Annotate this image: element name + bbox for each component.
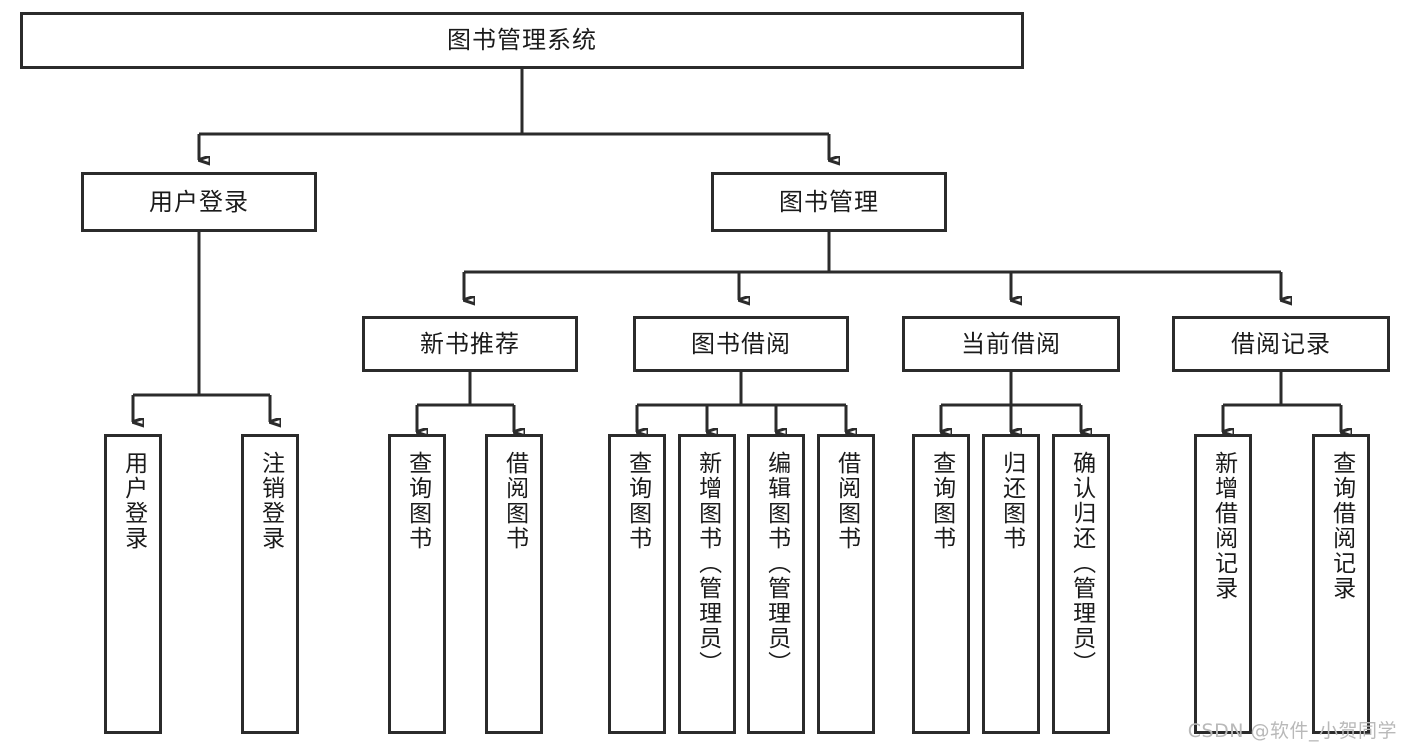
- leaf-edit-book-admin[interactable]: 编辑图书（管理员）: [747, 434, 805, 734]
- node-label: 图书管理: [779, 187, 879, 216]
- node-label: 用户登录: [120, 451, 147, 551]
- node-label: 当前借阅: [961, 329, 1061, 358]
- node-user-login[interactable]: 用户登录: [81, 172, 317, 232]
- leaf-query-book-borrow[interactable]: 查询图书: [608, 434, 666, 734]
- node-label: 查询借阅记录: [1328, 451, 1355, 601]
- node-label: 编辑图书（管理员）: [763, 451, 790, 676]
- node-label: 用户登录: [149, 187, 249, 216]
- leaf-query-book-current[interactable]: 查询图书: [912, 434, 970, 734]
- node-label: 查询图书: [404, 451, 431, 551]
- node-label: 借阅图书: [833, 451, 860, 551]
- node-label: 新增借阅记录: [1210, 451, 1237, 601]
- leaf-borrow-book[interactable]: 借阅图书: [817, 434, 875, 734]
- node-label: 查询图书: [624, 451, 651, 551]
- node-label: 借阅图书: [501, 451, 528, 551]
- leaf-user-login[interactable]: 用户登录: [104, 434, 162, 734]
- node-label: 归还图书: [998, 451, 1025, 551]
- node-label: 借阅记录: [1231, 329, 1331, 358]
- node-book-borrow[interactable]: 图书借阅: [633, 316, 849, 372]
- leaf-return-book[interactable]: 归还图书: [982, 434, 1040, 734]
- node-label: 确认归还（管理员）: [1068, 451, 1095, 676]
- node-current-borrow[interactable]: 当前借阅: [902, 316, 1120, 372]
- leaf-user-logout[interactable]: 注销登录: [241, 434, 299, 734]
- node-label: 图书借阅: [691, 329, 791, 358]
- node-new-book-recommend[interactable]: 新书推荐: [362, 316, 578, 372]
- node-book-management[interactable]: 图书管理: [711, 172, 947, 232]
- node-borrow-records[interactable]: 借阅记录: [1172, 316, 1390, 372]
- node-label: 新书推荐: [420, 329, 520, 358]
- leaf-query-book-recommend[interactable]: 查询图书: [388, 434, 446, 734]
- leaf-add-borrow-record[interactable]: 新增借阅记录: [1194, 434, 1252, 734]
- node-label: 新增图书（管理员）: [694, 451, 721, 676]
- leaf-confirm-return-admin[interactable]: 确认归还（管理员）: [1052, 434, 1110, 734]
- leaf-add-book-admin[interactable]: 新增图书（管理员）: [678, 434, 736, 734]
- node-label: 查询图书: [928, 451, 955, 551]
- leaf-query-borrow-record[interactable]: 查询借阅记录: [1312, 434, 1370, 734]
- node-root-book-management-system[interactable]: 图书管理系统: [20, 12, 1024, 69]
- leaf-borrow-book-recommend[interactable]: 借阅图书: [485, 434, 543, 734]
- node-label: 注销登录: [257, 451, 284, 551]
- node-label: 图书管理系统: [447, 26, 597, 55]
